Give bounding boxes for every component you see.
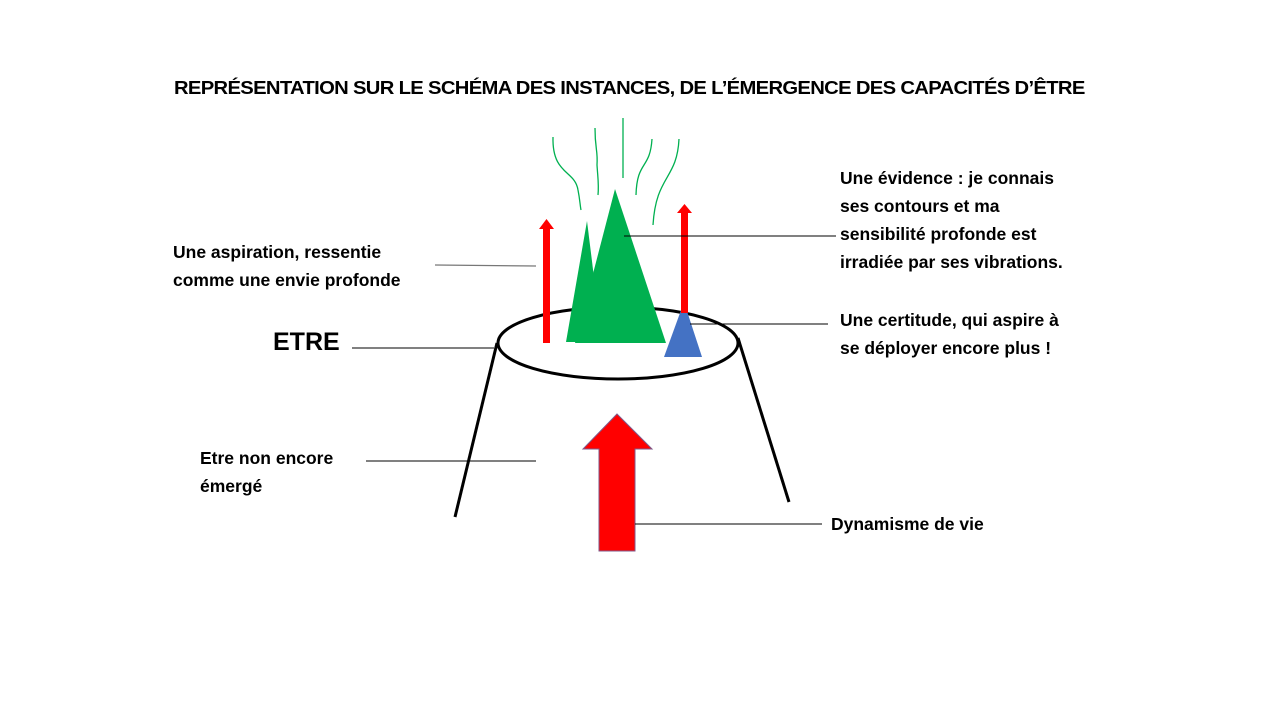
- wisp: [635, 138, 653, 196]
- large-green-peak: [575, 189, 666, 343]
- label-line: émergé: [200, 476, 263, 496]
- dynamisme-label: Dynamisme de vie: [831, 514, 984, 534]
- leader-aspiration: [434, 264, 537, 267]
- label-line: irradiée par ses vibrations.: [840, 252, 1063, 272]
- label-line: Une évidence : je connais: [840, 168, 1054, 188]
- label-line: se déployer encore plus !: [840, 338, 1052, 358]
- wisp: [594, 127, 600, 196]
- non-emerge-label: Etre non encore émergé: [200, 444, 333, 500]
- diagram-title: REPRÉSENTATION SUR LE SCHÉMA DES INSTANC…: [174, 78, 1085, 98]
- etre-label: ETRE: [273, 328, 340, 356]
- evidence-label: Une évidence : je connais ses contours e…: [840, 164, 1063, 276]
- label-line: Etre non encore: [200, 448, 334, 468]
- wisp: [552, 136, 582, 211]
- label-line: Une aspiration, ressentie: [173, 242, 382, 262]
- dynamism-arrow: [581, 413, 654, 552]
- cone-right-edge: [736, 337, 791, 503]
- wisp: [652, 138, 680, 226]
- certitude-label: Une certitude, qui aspire à se déployer …: [840, 306, 1059, 362]
- label-line: sensibilité profonde est: [840, 224, 1037, 244]
- vibration-wisps: [552, 117, 680, 226]
- cone-left-edge: [453, 342, 499, 518]
- blue-triangle: [664, 302, 702, 357]
- label-line: Une certitude, qui aspire à: [840, 310, 1059, 330]
- label-line: comme une envie profonde: [173, 270, 401, 290]
- label-line: ses contours et ma: [840, 196, 1000, 216]
- right-red-arrow: [677, 204, 692, 313]
- aspiration-label: Une aspiration, ressentie comme une envi…: [173, 238, 401, 294]
- left-red-arrow: [539, 219, 554, 343]
